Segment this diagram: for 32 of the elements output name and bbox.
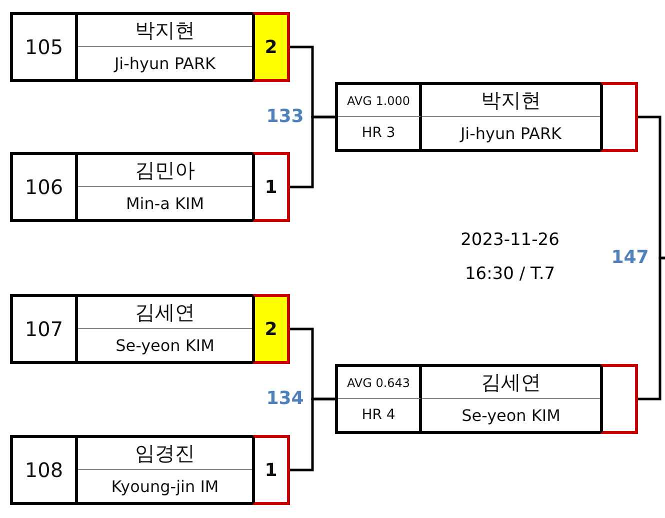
player-entry xyxy=(10,294,255,364)
player-entry xyxy=(335,82,603,152)
player-entry xyxy=(335,364,603,434)
match-number: 147 xyxy=(610,247,650,268)
bracket-line xyxy=(290,398,335,472)
seed-number: 106 xyxy=(13,155,78,219)
home-run-count: HR 4 xyxy=(338,399,422,431)
bracket-line xyxy=(638,256,665,400)
player-entry xyxy=(10,435,255,505)
seed-number: 105 xyxy=(13,15,78,79)
seed-number: 107 xyxy=(13,297,78,361)
match-number: 134 xyxy=(265,388,305,409)
romanized-name: Ji-hyun PARK xyxy=(458,122,563,144)
romanized-name: Se-yeon KIM xyxy=(460,404,562,426)
romanized-name: Ji-hyun PARK xyxy=(112,52,217,74)
bracket-line xyxy=(290,116,335,188)
romanized-name: Kyoung-jin IM xyxy=(110,476,220,498)
seed-number: 108 xyxy=(13,438,78,502)
match-time-table: 16:30 / T.7 xyxy=(440,264,580,284)
romanized-name: Min-a KIM xyxy=(124,192,206,214)
player-entry xyxy=(10,12,255,82)
match-number: 133 xyxy=(265,106,305,127)
score-cell: 2 xyxy=(252,12,290,82)
home-run-count: HR 3 xyxy=(338,117,422,149)
score-cell: 1 xyxy=(252,152,290,222)
match-date: 2023-11-26 xyxy=(460,230,560,250)
batting-average: AVG 0.643 xyxy=(338,367,422,399)
batting-average: AVG 1.000 xyxy=(338,85,422,117)
score-cell: 2 xyxy=(252,294,290,364)
romanized-name: Se-yeon KIM xyxy=(114,334,216,356)
player-entry xyxy=(10,152,255,222)
score-cell: 1 xyxy=(252,435,290,505)
